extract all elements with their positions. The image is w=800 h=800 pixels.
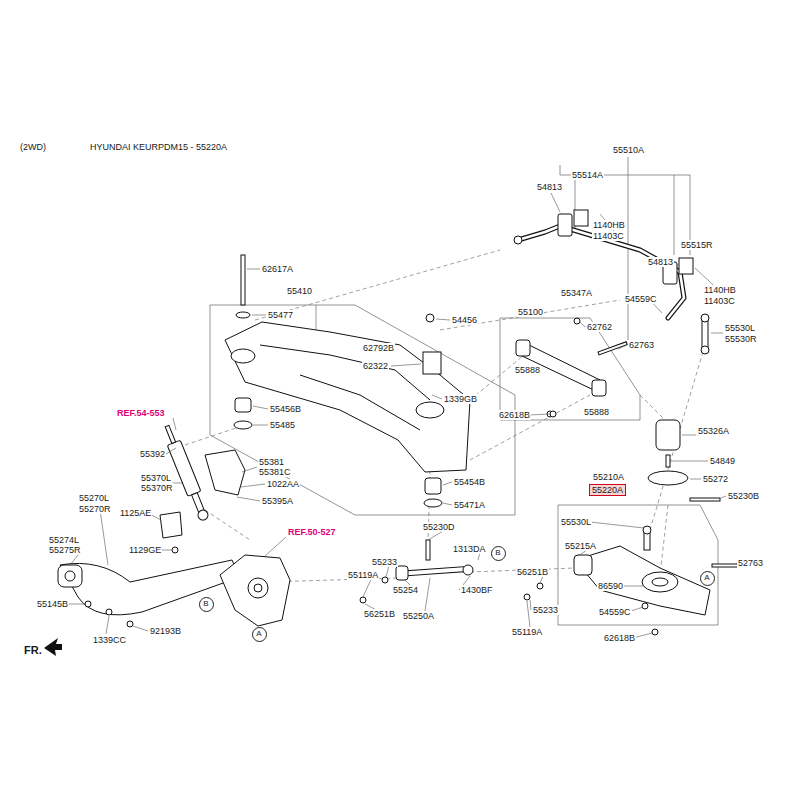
callout-number: 55510A [612,145,645,155]
callout-number: 55145B [36,599,69,609]
callout-number: 54849 [709,456,736,466]
callout-number: (2WD) [19,142,47,152]
callout-number: 62617A [261,264,294,274]
callout-number: 54559C [624,294,658,304]
callout-number: 55410 [286,286,313,296]
callout-number: 55119A [347,570,379,580]
callout-number: 1140HB [703,285,737,295]
callout-number: 55270R [78,504,112,514]
front-indicator: FR. [23,644,43,656]
callout-number: 55119A [511,627,543,637]
callout-number: 92193B [149,626,182,636]
reference-link: REF.54-553 [116,408,166,418]
callout-number: 54456 [451,315,478,325]
callout-number: 55210A [592,472,625,482]
callout-number: 56251B [516,567,549,577]
reference-circle: B [491,546,506,561]
callout-number: 62763 [628,340,655,350]
callout-number: 55274L [48,535,80,545]
reference-circle: A [700,571,715,586]
callout-number: 55456B [269,404,302,414]
callout-number: 55370R [140,483,174,493]
highlighted-part-box: 55220A [589,484,626,496]
callout-number: 55477 [267,310,294,320]
callout-number: 55233 [532,605,559,615]
callout-number: 52763 [737,558,764,568]
callout-number: 55370L [140,473,172,483]
callout-number: 1313DA [452,544,487,554]
callout-number: 55395A [261,496,294,506]
callout-number: 55485 [269,420,296,430]
callout-number: 55514A [571,170,604,180]
reference-circle: B [199,597,214,612]
callout-number: 55250A [402,611,435,621]
reference-circle: A [252,627,267,642]
callout-number: 55888 [583,407,610,417]
callout-number: 1430BF [460,585,494,595]
callout-number: 11403C [703,296,736,306]
callout-number: 55254 [392,585,419,595]
callout-number: 1339CC [92,635,127,645]
reference-letter: A [704,574,709,582]
callout-number: 55215A [564,541,597,551]
callout-number: 62618B [498,410,531,420]
callout-number: 55270L [78,493,110,503]
callout-number: 54813 [647,257,674,267]
callout-number: 55100 [517,307,544,317]
diagram-title: HYUNDAI KEURPDM15 - 55220A [90,142,227,152]
callout-number: 11403C [592,231,625,241]
callout-number: 55530R [724,334,758,344]
callout-number: 54559C [598,607,632,617]
callout-number: 55272 [702,474,729,484]
reference-letter: B [203,600,208,608]
part-number: 55220A [592,485,623,495]
callout-number: 62792B [362,343,395,353]
callout-number: 56251B [363,609,396,619]
callout-number: 55230D [422,522,456,532]
callout-number: 1140HB [592,220,626,230]
callout-number: 55275R [48,545,82,555]
callout-number: 54813 [536,182,563,192]
callout-number: 55530L [560,517,592,527]
reference-letter: B [495,549,500,557]
callout-number: 62762 [586,322,613,332]
callout-number: 55326A [697,426,730,436]
callout-number: 55471A [453,500,486,510]
callout-number: 1129GE [128,545,162,555]
callout-number: 55233 [371,557,398,567]
callout-number: 55347A [560,288,593,298]
reference-letter: A [256,630,261,638]
callout-number: 55515R [680,240,714,250]
callout-number: 55530L [724,323,756,333]
callout-number: 86590 [597,581,624,591]
callout-number: 1339GB [443,394,478,404]
callout-number: 55454B [453,477,486,487]
callout-number: 62322 [362,361,389,371]
callout-number: 62618B [603,633,636,643]
callout-number: 55392 [139,449,166,459]
callout-number: 55888 [514,365,541,375]
callout-number: 1125AE [119,508,152,518]
callout-number: 55230B [727,491,760,501]
callout-number: 55381C [258,467,292,477]
callout-number: 1022AA [266,479,300,489]
callout-number: 55381 [258,457,285,467]
reference-link: REF.50-527 [287,527,337,537]
